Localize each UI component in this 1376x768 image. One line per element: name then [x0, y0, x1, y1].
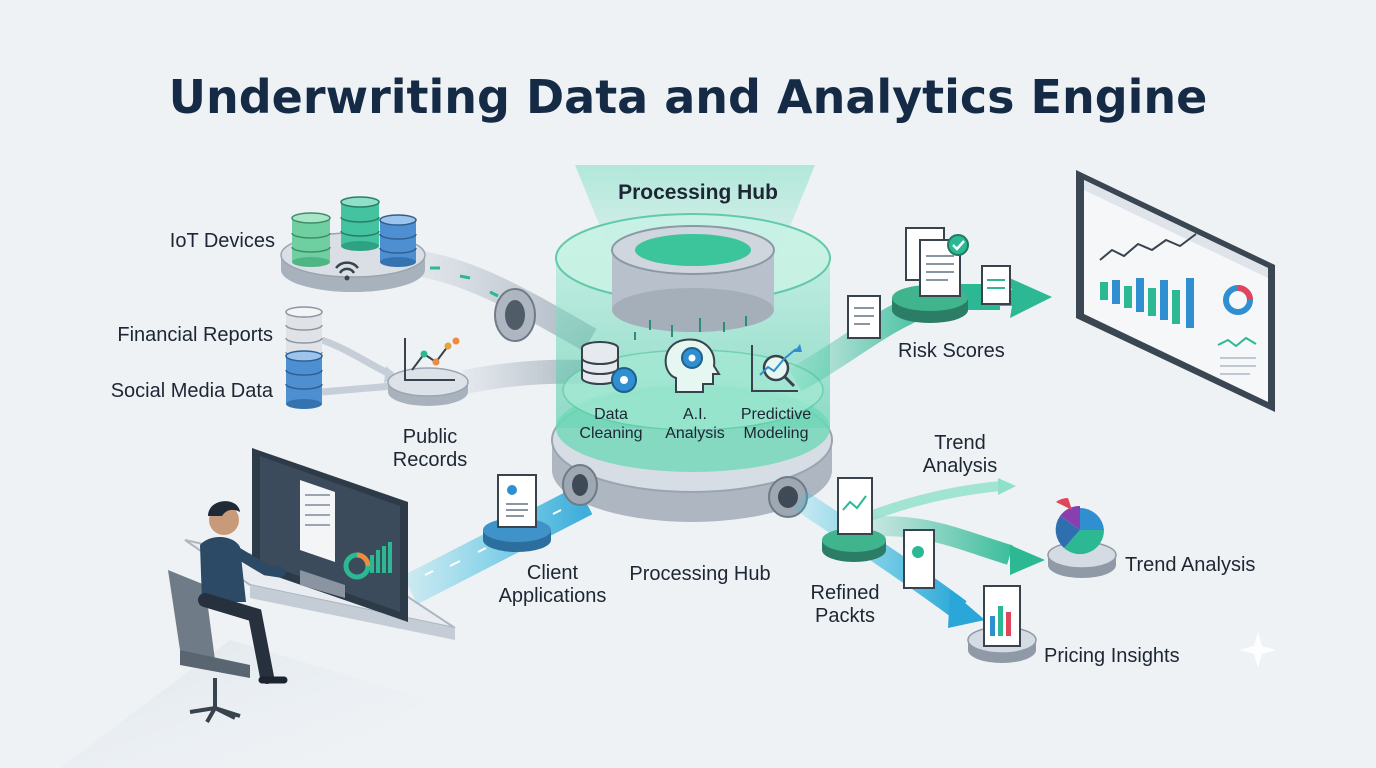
- ai-head-gear-icon: [664, 338, 721, 393]
- database-gear-icon: [581, 341, 637, 393]
- public-records-platform: [387, 337, 469, 406]
- analytics-dashboard-monitor: [1076, 170, 1275, 412]
- source-database-icon: [285, 306, 323, 409]
- refined-packets-doc: [822, 477, 935, 589]
- sparkle-icon: [1240, 632, 1276, 668]
- database-stack-icon: [291, 196, 417, 267]
- label-processing-hub-base: Processing Hub: [629, 563, 771, 585]
- wifi-icon: [335, 261, 359, 281]
- label-pricing-insights: Pricing Insights: [1044, 645, 1180, 667]
- analyst-workstation: [168, 448, 456, 723]
- floor-shadow: [60, 640, 430, 768]
- dashboard-bar-chart: [1100, 278, 1194, 328]
- label-risk-scores: Risk Scores: [898, 340, 1005, 362]
- hub-title: Processing Hub: [618, 181, 778, 204]
- label-financial-reports: Financial Reports: [117, 324, 273, 346]
- trend-pie-chart: [1047, 498, 1117, 578]
- client-application-doc: [483, 474, 551, 552]
- output-flows: [793, 478, 1045, 628]
- label-social-media-data: Social Media Data: [110, 380, 273, 402]
- label-iot-devices: IoT Devices: [169, 230, 275, 252]
- chart-magnifier-icon: [751, 344, 802, 392]
- label-trend-analysis: Trend Analysis: [1125, 554, 1256, 576]
- page-title: Underwriting Data and Analytics Engine: [168, 70, 1208, 124]
- risk-score-docs: [847, 227, 1011, 339]
- source-arrows: [320, 336, 400, 396]
- step-ai-analysis: A.I.Analysis: [665, 406, 725, 442]
- pricing-insights-doc: [967, 585, 1037, 663]
